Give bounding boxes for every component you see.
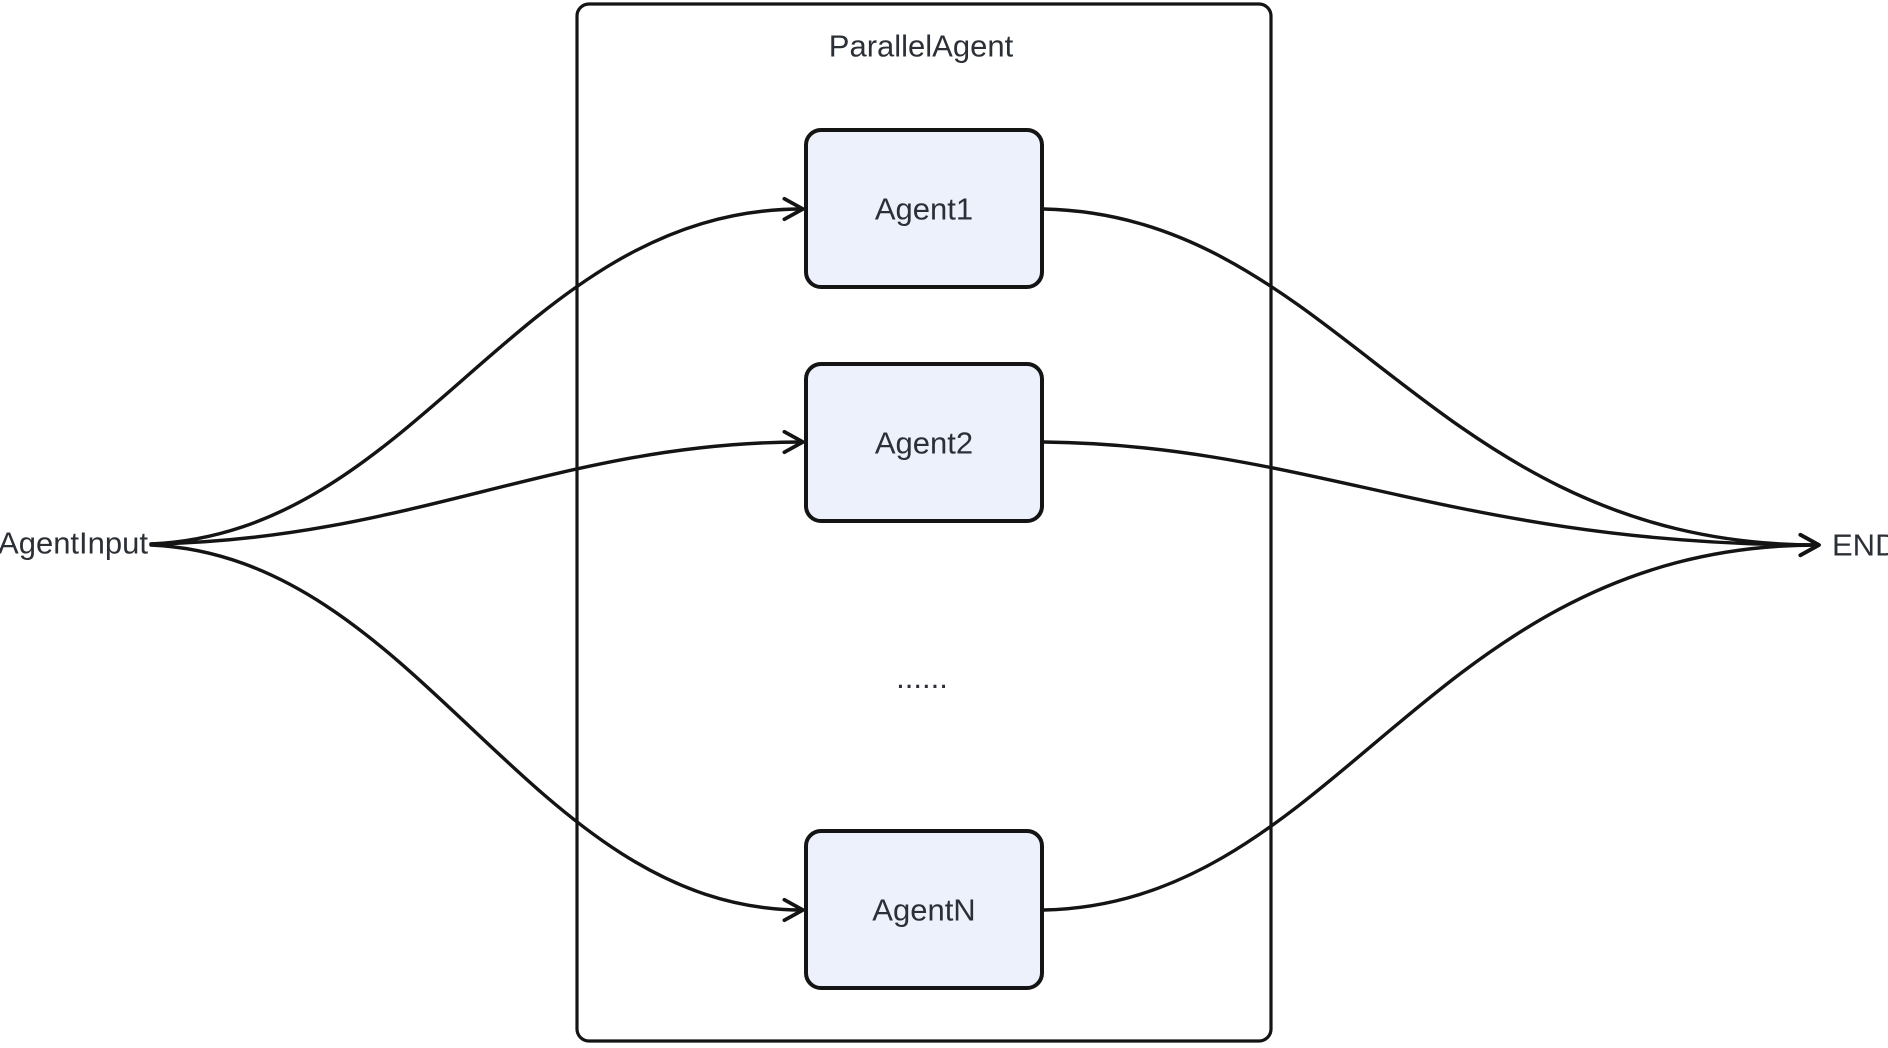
node-agentn	[804, 829, 1044, 990]
edge-agent2-to-end	[1042, 440, 1821, 558]
end-label: END	[1832, 528, 1888, 563]
edge-agentinput-to-agentn	[149, 543, 805, 923]
edge-agentinput-to-agent1	[149, 196, 805, 546]
nodes-group	[804, 128, 1044, 990]
edge-agentn-to-end	[1042, 532, 1821, 912]
node-agent1-label: Agent1	[875, 192, 973, 227]
parallel-agent-container	[575, 2, 1273, 1043]
container-title: ParallelAgent	[829, 29, 1014, 64]
labels-group: ParallelAgent Agent1 Agent2 ...... Agent…	[0, 29, 1888, 928]
node-agentn-label: AgentN	[872, 893, 975, 928]
node-agent2-label: Agent2	[875, 426, 973, 461]
node-agent1	[804, 128, 1044, 289]
ellipsis-label: ......	[896, 660, 948, 695]
agentinput-label: AgentInput	[0, 526, 148, 561]
node-agent2	[804, 362, 1044, 523]
edge-agentinput-to-agent2	[149, 429, 805, 546]
edges-group	[149, 196, 1821, 923]
edge-agent1-to-end	[1042, 207, 1821, 558]
